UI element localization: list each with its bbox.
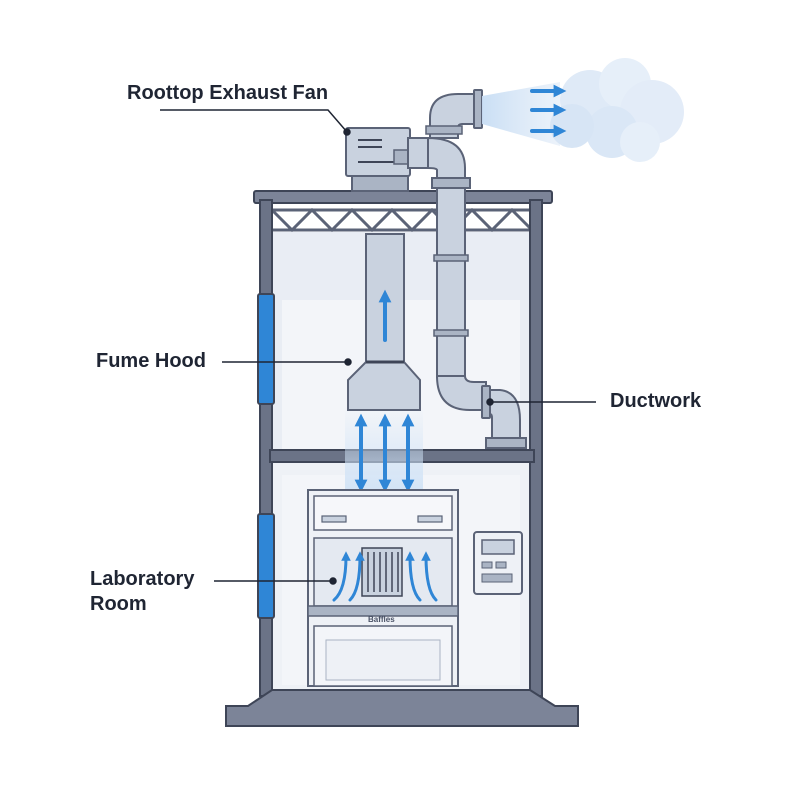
- control-panel: [473, 531, 523, 595]
- ductwork-label: Ductwork: [610, 390, 702, 412]
- airflow-arrows: [354, 289, 415, 493]
- roof-slab: [253, 190, 553, 204]
- up-arrow-icon: [405, 551, 422, 602]
- lab-fume-hood-cabinet: Baffles: [307, 489, 459, 687]
- hood-airflow-arrows: [332, 551, 438, 602]
- cabinet-top-panel: [313, 495, 453, 531]
- exhaust-cloud-icon: [482, 58, 684, 162]
- ductwork-band-1: [433, 329, 469, 337]
- exhaust-outlet-band: [425, 125, 463, 135]
- lower-window: [257, 513, 275, 619]
- exhaust-flange: [473, 89, 483, 129]
- laboratory-label-line-1: Laboratory: [90, 568, 195, 590]
- foundation: [225, 689, 579, 727]
- left-column: [259, 199, 273, 697]
- fume-hood-label: Fume Hood: [96, 350, 206, 372]
- up-arrow-icon: [348, 551, 365, 602]
- ductwork-vertical: [436, 184, 466, 378]
- control-display: [481, 539, 515, 555]
- baffles-label: Baffles: [368, 615, 395, 624]
- up-arrow-icon: [421, 551, 438, 602]
- laboratory-room-label: Laboratory Room: [90, 567, 194, 617]
- right-column: [529, 199, 543, 697]
- rooftop-exhaust-fan-label: Roottop Exhaust Fan: [127, 82, 329, 104]
- ductwork-base-collar: [485, 437, 527, 449]
- up-arrow-icon: [332, 551, 351, 602]
- upper-window: [257, 293, 275, 405]
- ductwork-end-elbow: [489, 389, 521, 441]
- ductwork-band-2: [433, 254, 469, 262]
- rooftop-fan-assembly: [345, 89, 483, 192]
- hood-transition: [347, 361, 421, 411]
- roof-truss: [270, 207, 532, 233]
- ductwork-lower-elbow: [435, 375, 487, 411]
- work-surface: [307, 605, 459, 617]
- fan-connector: [407, 137, 429, 169]
- exhaust-arrows: [530, 84, 567, 138]
- laboratory-label-line-2: Room: [90, 593, 147, 615]
- stack-collar: [431, 177, 471, 189]
- leader-lines: [160, 109, 596, 585]
